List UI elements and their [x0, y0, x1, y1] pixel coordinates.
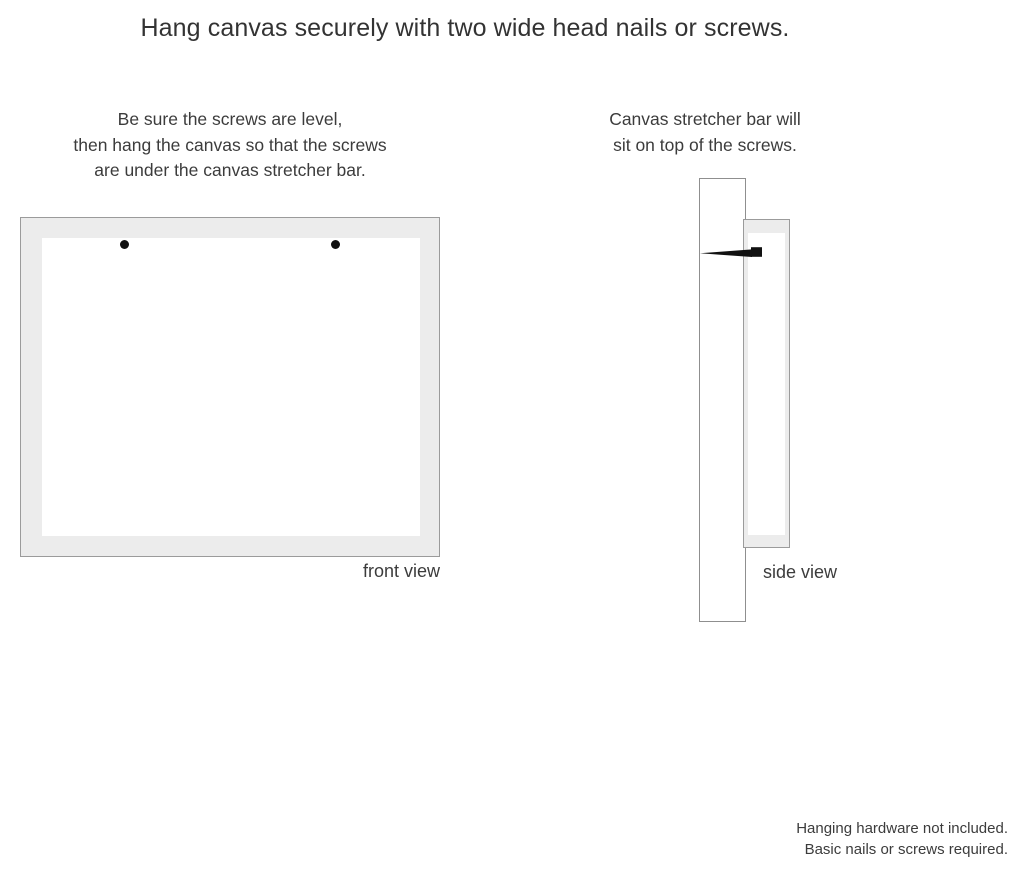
side-view-diagram	[690, 170, 830, 630]
wall-profile	[699, 178, 746, 622]
footnote-text: Hanging hardware not included.Basic nail…	[796, 820, 1008, 858]
screw-head-left-icon	[120, 240, 129, 249]
front-view-diagram	[20, 217, 440, 557]
canvas-face-profile	[748, 233, 785, 535]
screw-profile-icon	[700, 247, 762, 257]
side-view-label: side view	[762, 562, 838, 582]
canvas-face	[42, 238, 420, 536]
page-title: Hang canvas securely with two wide head …	[140, 14, 790, 42]
front-view-caption: Be sure the screws are level,then hang t…	[73, 109, 387, 180]
front-view-label: front view	[362, 561, 440, 581]
screw-head-right-icon	[331, 240, 340, 249]
